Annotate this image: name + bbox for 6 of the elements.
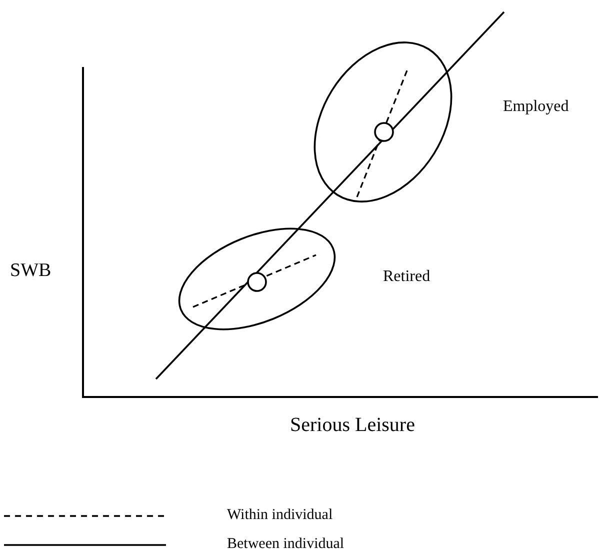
group-label: Retired (383, 269, 430, 285)
group-label: Employed (503, 99, 569, 115)
axis-label: Serious Leisure (290, 415, 415, 435)
legend-text: Between individual (227, 537, 344, 549)
legend-text: Within individual (227, 508, 333, 523)
axis-label: SWB (10, 261, 52, 280)
